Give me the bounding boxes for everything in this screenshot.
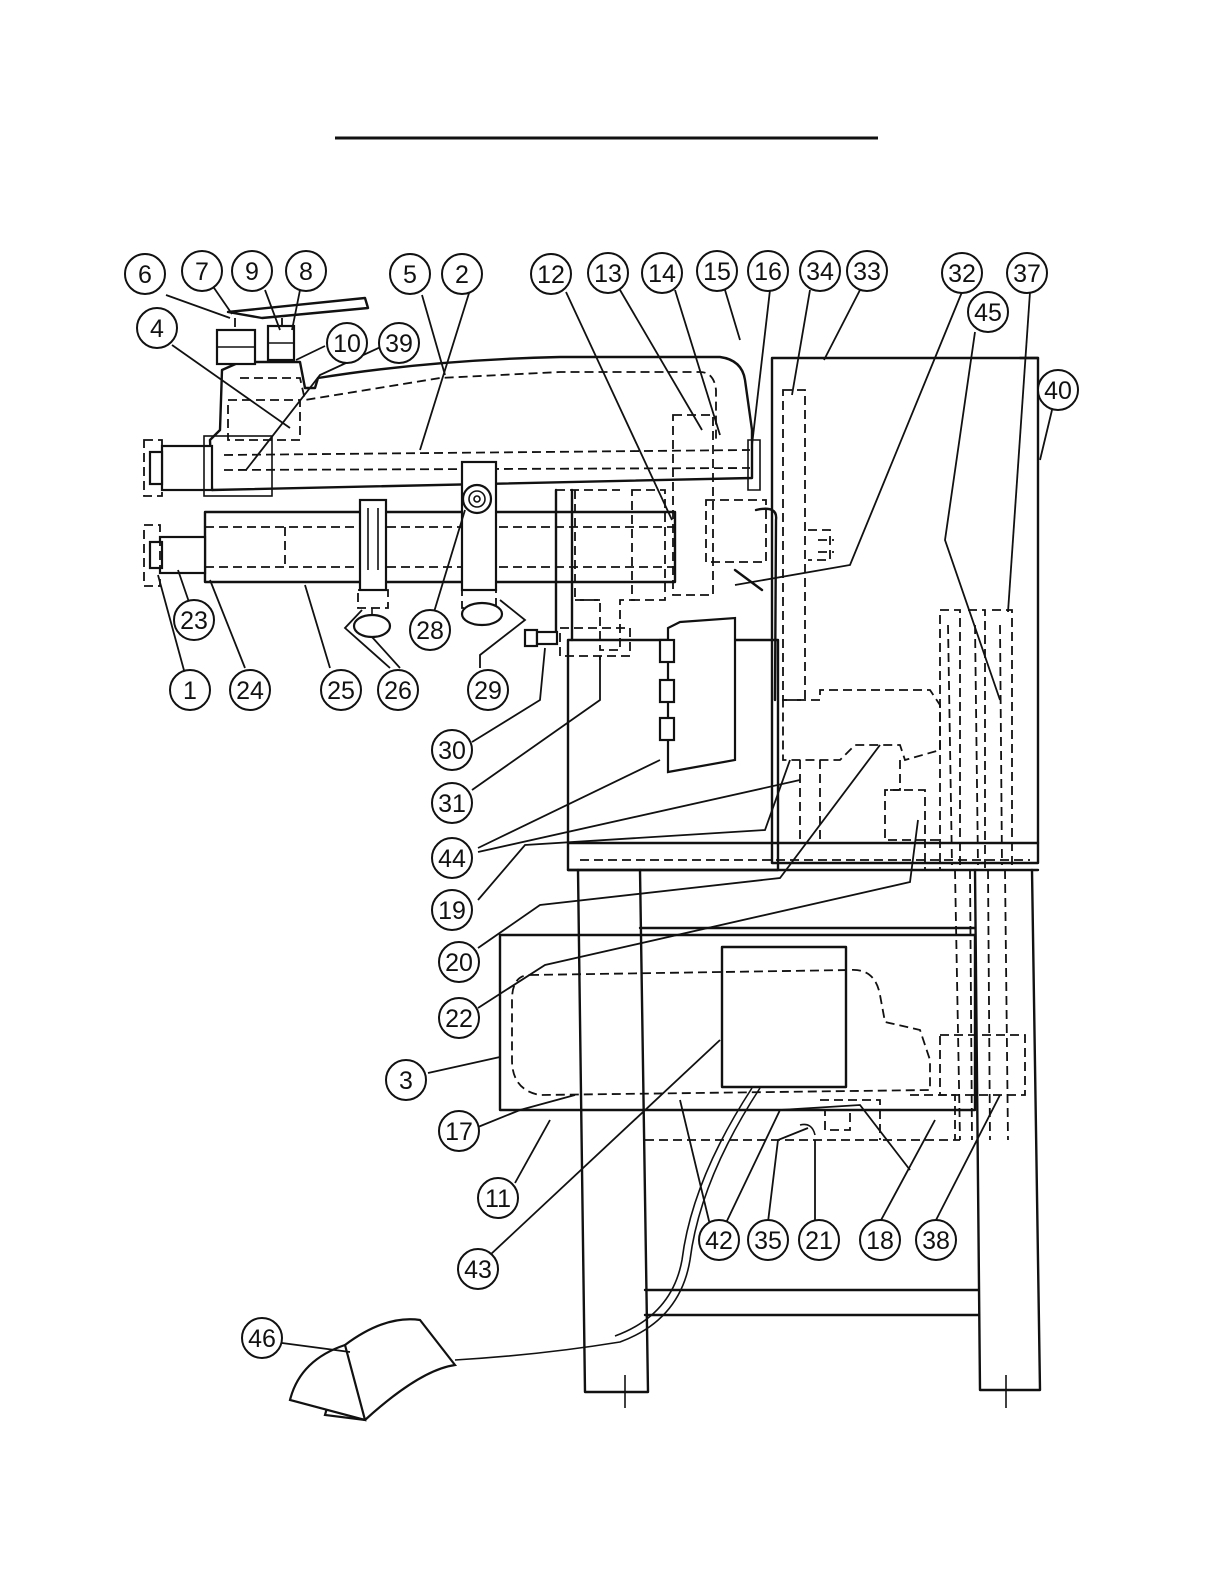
callout-11: 11 [478,1178,518,1218]
callout-number: 42 [705,1227,733,1255]
callout-44: 44 [432,838,472,878]
callout-number: 26 [384,677,412,705]
callout-29: 29 [468,670,508,710]
callout-number: 25 [327,677,355,705]
callout-9: 9 [232,251,272,291]
callout-46: 46 [242,1318,282,1358]
callout-32: 32 [942,253,982,293]
callout-number: 31 [438,790,466,818]
callout-number: 9 [245,258,259,286]
callout-number: 12 [537,261,565,289]
callout-number: 16 [754,258,782,286]
callout-26: 26 [378,670,418,710]
callout-number: 37 [1013,260,1041,288]
callout-number: 7 [195,258,209,286]
callout-31: 31 [432,783,472,823]
callout-43: 43 [458,1249,498,1289]
callout-number: 11 [485,1185,511,1213]
callout-37: 37 [1007,253,1047,293]
callout-number: 39 [385,330,413,358]
callout-number: 1 [183,677,197,705]
callout-number: 10 [333,330,361,358]
callout-number: 32 [948,260,976,288]
machine-drawing [144,298,1040,1420]
callout-number: 23 [180,607,208,635]
callout-number: 24 [236,677,264,705]
callout-number: 38 [922,1227,950,1255]
callout-21: 21 [799,1220,839,1260]
callout-number: 29 [474,677,502,705]
callout-2: 2 [442,254,482,294]
callout-22: 22 [439,998,479,1038]
callout-4: 4 [137,308,177,348]
callout-number: 19 [438,897,466,925]
callout-number: 30 [438,737,466,765]
callout-number: 21 [805,1227,833,1255]
callout-number: 34 [806,258,834,286]
callout-35: 35 [748,1220,788,1260]
callout-number: 46 [248,1325,276,1353]
callout-3: 3 [386,1060,426,1100]
callout-45: 45 [968,292,1008,332]
callout-number: 40 [1044,377,1072,405]
callout-17: 17 [439,1111,479,1151]
callout-42: 42 [699,1220,739,1260]
callout-16: 16 [748,251,788,291]
callout-23: 23 [174,600,214,640]
callout-number: 44 [438,845,466,873]
callout-33: 33 [847,251,887,291]
callout-10: 10 [327,323,367,363]
callout-number: 2 [455,261,469,289]
callout-number: 28 [416,617,444,645]
callout-25: 25 [321,670,361,710]
callout-39: 39 [379,323,419,363]
callout-5: 5 [390,254,430,294]
callout-34: 34 [800,251,840,291]
callout-number: 43 [464,1256,492,1284]
callout-number: 18 [866,1227,894,1255]
callout-40: 40 [1038,370,1078,410]
callout-number: 22 [445,1005,473,1033]
callout-8: 8 [286,251,326,291]
callout-13: 13 [588,253,628,293]
callout-number: 17 [445,1118,473,1146]
leader-lines [158,285,1052,1352]
callout-number: 5 [403,261,417,289]
callout-12: 12 [531,254,571,294]
callout-6: 6 [125,254,165,294]
callout-18: 18 [860,1220,900,1260]
callout-number: 13 [594,260,622,288]
callout-1: 1 [170,670,210,710]
callout-30: 30 [432,730,472,770]
callout-number: 6 [138,261,152,289]
callout-24: 24 [230,670,270,710]
callout-28: 28 [410,610,450,650]
callout-15: 15 [697,251,737,291]
callout-number: 35 [754,1227,782,1255]
callout-38: 38 [916,1220,956,1260]
callout-number: 4 [150,315,164,343]
callout-number: 3 [399,1067,413,1095]
callout-19: 19 [432,890,472,930]
callout-number: 8 [299,258,313,286]
callout-number: 14 [648,260,676,288]
callout-number: 45 [974,299,1002,327]
callout-number: 15 [703,258,731,286]
callout-14: 14 [642,253,682,293]
callout-number: 20 [445,949,473,977]
callout-number: 33 [853,258,881,286]
callout-7: 7 [182,251,222,291]
callout-20: 20 [439,942,479,982]
